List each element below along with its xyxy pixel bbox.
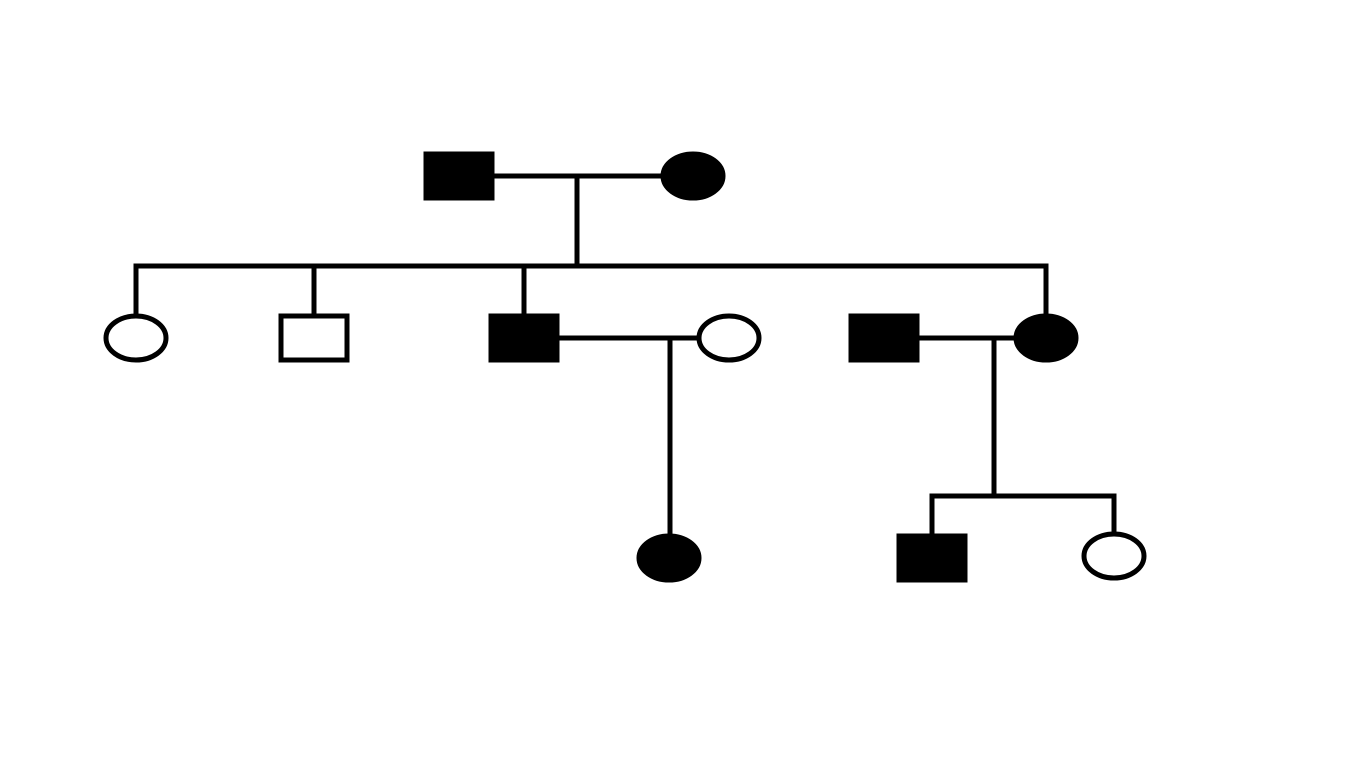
affected-female-g3-daughter-a [636,533,702,583]
affected-male-g1-father [423,151,495,201]
pedigree-lines [133,173,1117,539]
unaffected-female-g2-daughter-1 [103,313,169,363]
unaffected-male-g2-son-1 [278,313,350,363]
affected-male-g2-daughter-2-husband [848,313,920,363]
affected-male-g2-son-2 [488,313,560,363]
pedigree-individuals [103,151,1147,583]
unaffected-female-g3-daughter-b [1081,531,1147,581]
affected-female-g1-mother [660,151,726,201]
unaffected-female-g2-son-2-wife [696,313,762,363]
affected-male-g3-son-b [896,533,968,583]
affected-female-g2-daughter-2 [1013,313,1079,363]
